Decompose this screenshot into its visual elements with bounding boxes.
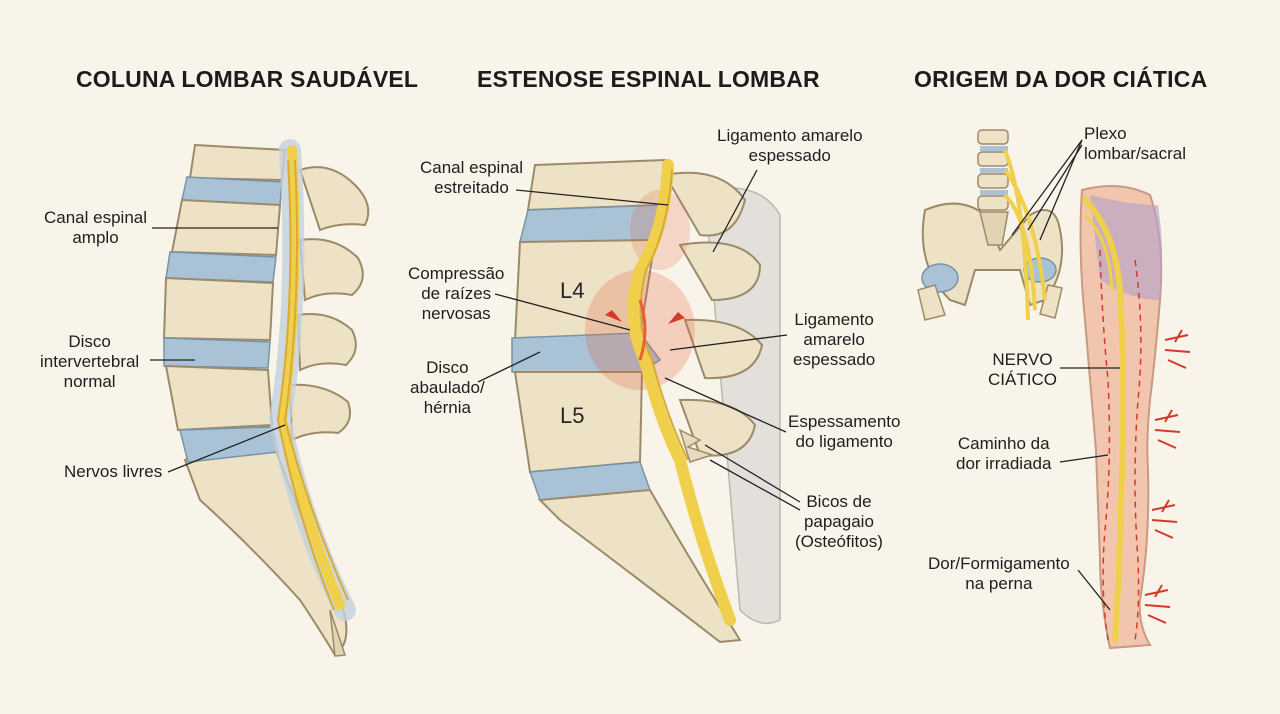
hip-joint — [921, 263, 959, 293]
title-lumbar-stenosis: ESTENOSE ESPINAL LOMBAR — [477, 66, 820, 92]
leader-line — [167, 424, 286, 473]
coccyx — [329, 609, 347, 657]
pain-burst — [1151, 499, 1178, 539]
title-sciatica-origin: ORIGEM DA DOR CIÁTICA — [914, 66, 1208, 92]
label-radiating-pain-path: Caminho da dor irradiada — [956, 434, 1052, 473]
label-l5: L5 — [560, 403, 585, 428]
leader-line — [704, 444, 801, 503]
label-bulging-disc: Disco abaulado/ hérnia — [410, 358, 485, 417]
femur-head — [1039, 284, 1063, 319]
vertebral-body — [188, 143, 287, 182]
label-osteophytes: Bicos de papagaio (Osteófitos) — [795, 492, 883, 551]
intervertebral-disc — [163, 337, 271, 369]
title-healthy-spine: COLUNA LOMBAR SAUDÁVEL — [76, 66, 419, 92]
plexus-nerve — [1003, 193, 1037, 311]
lumbar-vertebra — [977, 151, 1009, 167]
label-leg-tingling: Dor/Formigamento na perna — [928, 554, 1070, 593]
leader-line — [494, 293, 631, 331]
femur-head — [917, 284, 946, 321]
pain-burst — [1164, 329, 1191, 369]
compression-arrow — [668, 312, 685, 324]
disc — [980, 146, 1008, 151]
label-nerve-root-compression: Compressão de raízes nervosas — [408, 264, 505, 323]
leader-line — [712, 169, 758, 253]
spinous-process — [298, 238, 364, 302]
label-wide-spinal-canal: Canal espinal amplo — [44, 208, 148, 247]
spinous-process — [288, 383, 351, 442]
sciatica-illustration — [917, 129, 1191, 650]
compression-arrow — [605, 310, 622, 322]
compressed-nerve — [627, 159, 736, 626]
leader-line — [1011, 139, 1083, 236]
leader-line — [669, 334, 788, 351]
label-lumbosacral-plexus: Plexo lombar/sacral — [1084, 124, 1187, 163]
leader-line — [515, 189, 669, 206]
leader-line — [1059, 454, 1109, 463]
label-ligament-mid: Ligamento amarelo espessado — [793, 310, 876, 369]
facet-joint — [663, 171, 747, 237]
intervertebral-disc — [165, 251, 277, 283]
label-sciatic-nerve: NERVO CIÁTICO — [988, 350, 1057, 389]
leader-line — [709, 459, 801, 511]
facet-joint — [678, 398, 757, 457]
sciatic-nerve — [1082, 197, 1127, 643]
facet-joint — [683, 318, 764, 380]
sacrum — [979, 211, 1009, 246]
nerve-strand — [276, 159, 335, 611]
osteophyte — [678, 428, 715, 463]
stenosis-spine-illustration — [477, 158, 801, 644]
lumbar-vertebra — [977, 173, 1009, 189]
nerve-strand — [283, 159, 349, 601]
lumbar-vertebra — [977, 129, 1009, 145]
plexus-nerve — [1003, 168, 1047, 301]
label-normal-disc: Disco intervertebral normal — [40, 332, 140, 391]
label-free-nerves: Nervos livres — [64, 462, 163, 481]
label-narrowed-canal: Canal espinal estreitado — [420, 158, 524, 197]
label-ligament-top: Ligamento amarelo espessado — [717, 126, 863, 165]
disc — [980, 168, 1008, 173]
nerve-root-compression — [638, 299, 647, 361]
spinal-nerves — [276, 145, 345, 610]
disc — [980, 190, 1008, 195]
lumbar-vertebra — [977, 195, 1009, 211]
leader-line — [1077, 569, 1111, 611]
sacrum — [537, 488, 742, 644]
facet-joint — [678, 241, 762, 302]
spinous-process — [298, 166, 370, 232]
pain-burst — [1154, 409, 1181, 449]
label-l4: L4 — [560, 278, 585, 303]
pain-path — [1134, 259, 1142, 641]
pain-burst — [1144, 584, 1171, 624]
spinous-process — [296, 313, 357, 372]
pain-path — [1099, 249, 1111, 641]
leader-line — [664, 377, 787, 433]
leader-line — [1027, 144, 1083, 231]
healthy-spine-illustration — [150, 139, 370, 657]
label-ligament-thickening: Espessamento do ligamento — [788, 412, 901, 451]
vertebral-body — [162, 276, 275, 342]
leader-line — [477, 351, 541, 383]
nerve-branch — [1083, 213, 1114, 291]
nerve-strand — [639, 169, 689, 461]
gluteal-region — [1090, 195, 1163, 300]
vertebral-body — [164, 364, 274, 432]
